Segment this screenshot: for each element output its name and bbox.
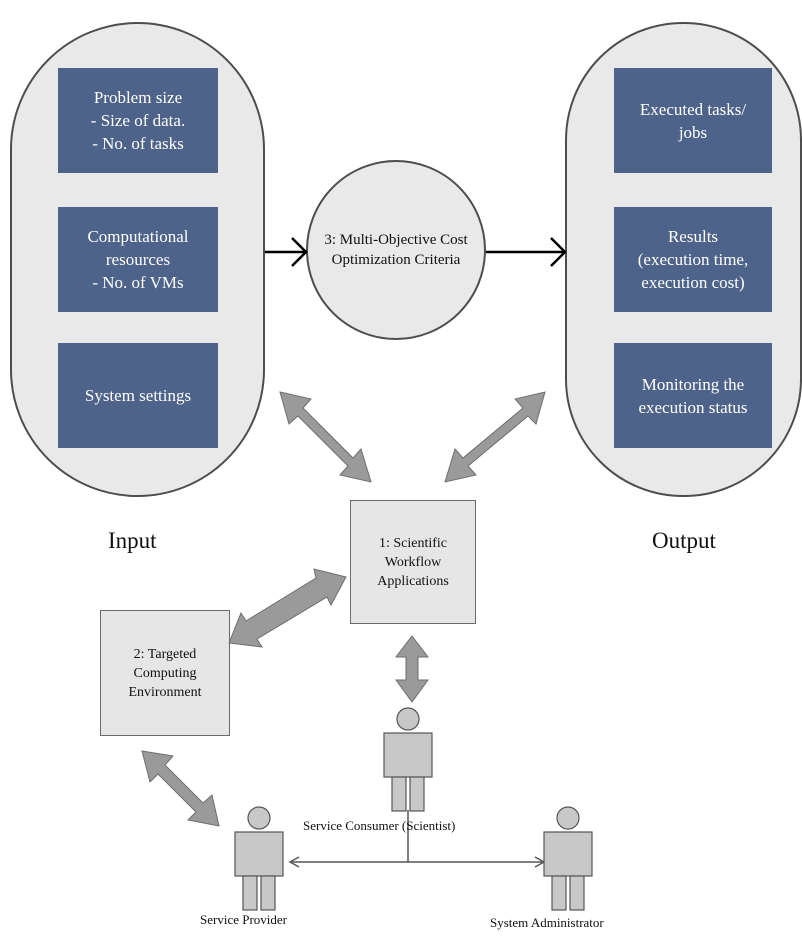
double-arrow-workflow-consumer	[394, 635, 430, 703]
connector-lines	[292, 810, 542, 863]
arrow-criteria-to-output	[486, 237, 567, 267]
input-box-problem-size: Problem size - Size of data. - No. of ta…	[58, 68, 218, 173]
input-label: Input	[108, 528, 157, 553]
double-arrow-workflow-output	[444, 391, 546, 483]
connector-arrowhead-provider	[288, 856, 300, 868]
input-box-system-settings: System settings	[58, 343, 218, 448]
output-box-executed-tasks: Executed tasks/ jobs	[614, 68, 772, 173]
service-consumer-person-icon	[383, 707, 433, 812]
service-consumer-label: Service Consumer (Scientist)	[303, 818, 456, 833]
output-box-results: Results (execution time, execution cost)	[614, 207, 772, 312]
workflow-applications-box: 1: Scientific Workflow Applications	[350, 500, 476, 624]
computing-environment-box: 2: Targeted Computing Environment	[100, 610, 230, 736]
system-administrator-person-icon	[543, 806, 593, 911]
double-arrow-workflow-environment	[228, 568, 347, 648]
double-arrow-input-workflow	[279, 391, 372, 483]
system-administrator-label: System Administrator	[490, 915, 604, 930]
arrow-input-to-criteria	[265, 237, 308, 267]
service-provider-person-icon	[234, 806, 284, 911]
double-arrow-environment-provider	[141, 750, 220, 827]
input-box-computational-resources: Computational resources - No. of VMs	[58, 207, 218, 312]
output-label: Output	[652, 528, 716, 553]
optimization-criteria-circle: 3: Multi-Objective Cost Optimization Cri…	[306, 160, 486, 340]
output-box-monitoring: Monitoring the execution status	[614, 343, 772, 448]
service-provider-label: Service Provider	[200, 912, 288, 927]
